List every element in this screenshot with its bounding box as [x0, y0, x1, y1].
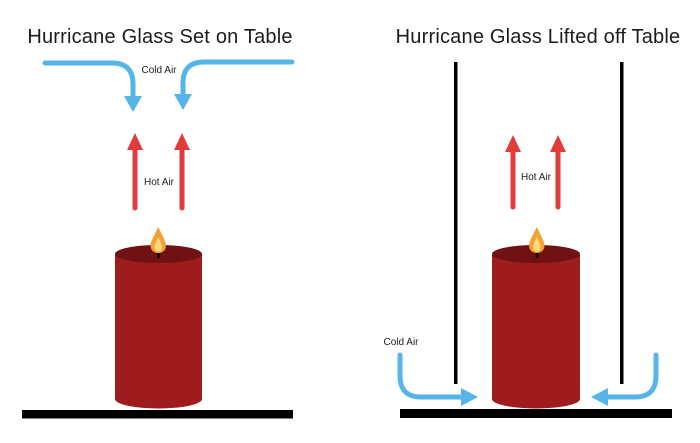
right-table — [400, 409, 672, 418]
arrow-up-icon — [505, 135, 521, 152]
left-panel-title: Hurricane Glass Set on Table — [27, 26, 293, 48]
cold-air-arrow-right-shaft — [180, 59, 295, 98]
left-hot-air-label: Hot Air — [143, 177, 174, 188]
left-cold-air-label: Cold Air — [141, 65, 177, 76]
right-glass-walls — [454, 62, 624, 384]
left-candle — [115, 227, 202, 409]
arrow-left-icon — [591, 388, 608, 406]
left-hot-air-arrows — [127, 133, 190, 211]
arrow-right-icon — [461, 388, 478, 406]
glass-wall-left — [454, 62, 458, 384]
arrow-up-icon — [174, 133, 190, 150]
cold-air-arrow-right-shaft — [605, 352, 659, 400]
candle-body — [115, 254, 202, 399]
glass-wall-right — [620, 62, 624, 384]
arrow-down-icon — [124, 96, 142, 112]
right-cold-air-label: Cold Air — [383, 337, 419, 348]
left-cold-air-arrows — [42, 59, 295, 112]
cold-air-arrow-left-shaft — [397, 352, 464, 400]
arrow-down-icon — [174, 94, 192, 110]
right-hot-air-label: Hot Air — [520, 172, 551, 183]
cold-air-arrow-left-shaft — [42, 60, 136, 100]
left-table — [22, 410, 293, 419]
arrow-up-icon — [550, 135, 566, 152]
right-hot-air-arrows — [505, 135, 566, 210]
flame-inner — [533, 237, 541, 252]
right-cold-air-arrows — [397, 352, 659, 406]
arrow-up-icon — [127, 133, 143, 150]
right-panel-title: Hurricane Glass Lifted off Table — [395, 26, 681, 48]
candle-body — [492, 254, 580, 399]
right-candle — [492, 227, 580, 409]
flame-inner — [154, 237, 162, 252]
